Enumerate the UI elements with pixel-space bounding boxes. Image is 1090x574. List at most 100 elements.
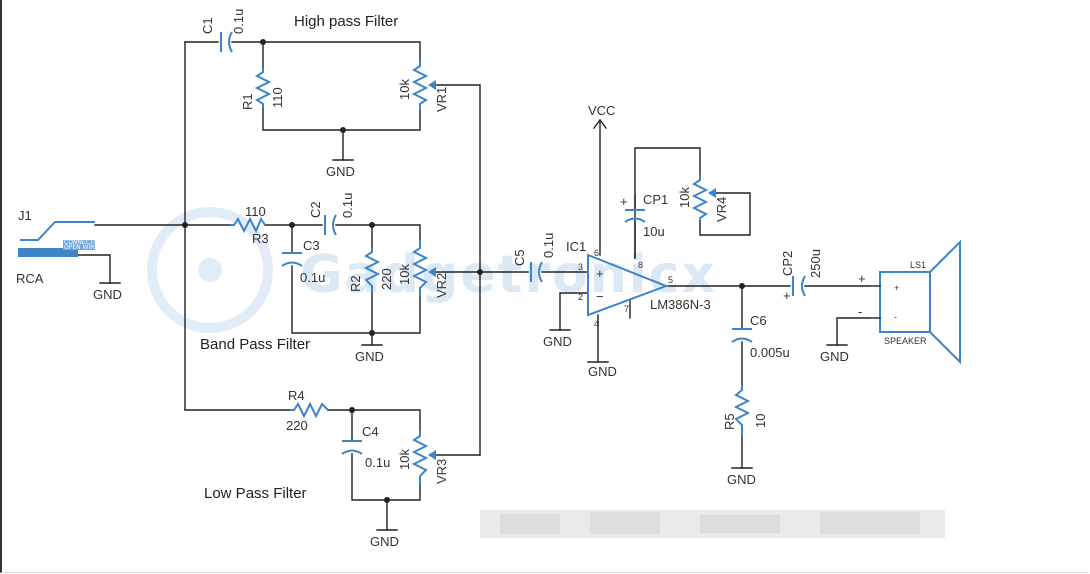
pin-6: 6: [594, 248, 599, 258]
speaker-ls1: + - + - LS1 SPEAKER: [858, 239, 961, 365]
capacitor-cp1: + CP1 10u: [620, 192, 668, 239]
value-r4: 220: [286, 418, 308, 433]
junctions: [182, 39, 745, 503]
label-c4: C4: [362, 424, 379, 439]
ground-icon-r5: GND: [727, 467, 756, 487]
capacitor-c5: C5 0.1u: [512, 233, 556, 283]
gnd-label: GND: [326, 164, 355, 179]
spk-wire-minus: -: [858, 304, 862, 319]
label-vr3: VR3: [434, 459, 449, 484]
label-r2: R2: [348, 275, 363, 292]
ground-icon-hp: GND: [326, 159, 355, 179]
resistor-r2: R2 220: [348, 248, 394, 292]
pin-7: 7: [624, 304, 629, 314]
label-r5: R5: [722, 413, 737, 430]
pin-2: 2: [578, 292, 583, 302]
vcc-label: VCC: [588, 103, 615, 118]
potentiometer-vr3: 10k VR3: [397, 430, 449, 485]
spk-wire-plus: +: [858, 271, 866, 286]
spk-minus: -: [894, 312, 897, 322]
capacitor-c2: C2 0.1u: [308, 193, 355, 236]
capacitor-c1: C1 0.1u: [200, 9, 246, 53]
rca-connector-j1: CONNECTOR OPEN WIRE J1 RCA: [16, 208, 102, 286]
label-r1: R1: [240, 93, 255, 110]
value-r5: 10: [753, 414, 768, 428]
potentiometer-vr1: 10k VR1: [397, 60, 449, 112]
value-c6: 0.005u: [750, 345, 790, 360]
cp2-plus: +: [783, 288, 791, 303]
label-lm386: LM386N-3: [650, 297, 711, 312]
label-cp1: CP1: [643, 192, 668, 207]
value-r1: 110: [270, 87, 285, 108]
gnd-label: GND: [588, 364, 617, 379]
label-rca: RCA: [16, 271, 44, 286]
value-vr2: 10k: [397, 264, 412, 285]
pin-4: 4: [594, 319, 599, 329]
gnd-label: GND: [355, 349, 384, 364]
label-ls1: LS1: [910, 260, 926, 270]
wires: [77, 41, 869, 531]
value-r3: 110: [245, 204, 266, 219]
label-high-pass-filter: High pass Filter: [294, 13, 398, 30]
value-vr4: 10k: [677, 187, 692, 208]
label-c6: C6: [750, 313, 767, 328]
ground-icon-ic2: GND: [543, 329, 572, 349]
resistor-r4: R4 220: [286, 388, 329, 433]
gnd-label: GND: [727, 472, 756, 487]
capacitor-c3: C3 0.1u: [281, 238, 325, 285]
label-r4: R4: [288, 388, 305, 403]
cp1-plus: +: [620, 194, 628, 209]
value-vr1: 10k: [397, 79, 412, 100]
ground-symbols: GND GND GND GND GND GND GND GND: [93, 159, 849, 549]
label-r3: R3: [252, 231, 269, 246]
resistor-r5: R5 10: [722, 385, 768, 435]
ground-icon-spk: GND: [820, 344, 849, 364]
value-c4: 0.1u: [365, 455, 390, 470]
spk-plus: +: [894, 283, 899, 293]
label-c3: C3: [303, 238, 320, 253]
label-cp2: CP2: [780, 251, 795, 276]
label-j1: J1: [18, 208, 32, 223]
ground-icon-j1: GND: [93, 282, 122, 302]
gnd-label: GND: [820, 349, 849, 364]
value-cp2: 250u: [808, 249, 823, 278]
gnd-label: GND: [543, 334, 572, 349]
label-speaker: SPEAKER: [884, 336, 927, 346]
label-vr2: VR2: [434, 273, 449, 298]
value-c2: 0.1u: [340, 193, 355, 218]
ic-plus: +: [596, 266, 604, 281]
pin-3: 3: [578, 262, 583, 272]
label-c5: C5: [512, 249, 527, 266]
label-band-pass-filter: Band Pass Filter: [200, 336, 310, 353]
value-cp1: 10u: [643, 224, 665, 239]
watermark-text: Gadgetronicx: [300, 245, 717, 305]
ground-icon-bp: GND: [355, 344, 384, 364]
pin-5: 5: [668, 275, 673, 285]
value-vr3: 10k: [397, 449, 412, 470]
resistor-r3: 110 R3: [230, 204, 269, 246]
capacitor-c4: C4 0.1u: [341, 424, 390, 470]
value-c3: 0.1u: [300, 270, 325, 285]
capacitor-c6: C6 0.005u: [731, 313, 790, 360]
potentiometer-vr2: 10k VR2: [397, 240, 449, 298]
capacitor-cp2: + CP2 250u: [780, 249, 823, 303]
gnd-label: GND: [370, 534, 399, 549]
value-c1: 0.1u: [231, 9, 246, 34]
value-c5: 0.1u: [541, 233, 556, 258]
ic-minus: −: [596, 289, 604, 304]
gnd-label: GND: [93, 287, 122, 302]
label-vr1: VR1: [434, 87, 449, 112]
blurred-region: [480, 510, 945, 538]
value-r2: 220: [379, 268, 394, 290]
label-low-pass-filter: Low Pass Filter: [204, 485, 307, 502]
resistor-r1: R1 110: [240, 68, 285, 110]
pin-8: 8: [638, 260, 643, 270]
label-vr4: VR4: [714, 197, 729, 222]
ground-icon-ic4: GND: [587, 361, 617, 379]
vcc-symbol: VCC: [588, 103, 615, 129]
connector-tag-2: OPEN WIRE: [64, 244, 98, 251]
label-c2: C2: [308, 201, 323, 218]
connector-tag-1: CONNECTOR: [64, 239, 102, 246]
